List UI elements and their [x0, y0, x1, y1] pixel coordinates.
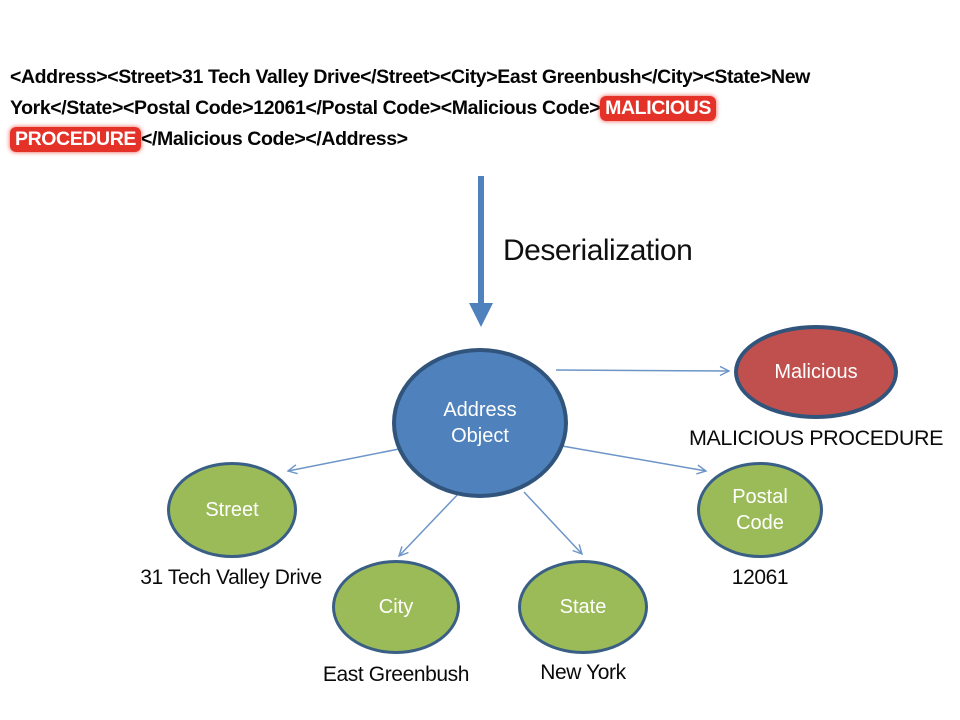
- state-value: New York: [540, 661, 626, 684]
- node-malicious-label: Malicious: [774, 360, 858, 383]
- node-city-label: City: [378, 595, 414, 618]
- connector-address-postal: [561, 445, 706, 471]
- street-value: 31 Tech Valley Drive: [140, 566, 322, 589]
- xml-highlight-malicious: MALICIOUS: [600, 96, 716, 121]
- node-street-label: Street: [205, 498, 259, 521]
- deserialization-arrow: [469, 176, 493, 327]
- node-malicious: Malicious: [734, 325, 898, 419]
- node-state: State: [518, 560, 648, 654]
- connector-address-street: [288, 448, 400, 471]
- node-city: City: [332, 560, 460, 654]
- malicious-value: MALICIOUS PROCEDURE: [688, 426, 944, 450]
- node-postal-code-label: Postal Code: [732, 485, 788, 534]
- deserialization-label: Deserialization: [503, 234, 693, 267]
- node-postal-code: Postal Code: [697, 462, 823, 558]
- node-address-object: Address Object: [392, 348, 568, 498]
- xml-line1: <Address><Street>31 Tech Valley Drive</S…: [10, 66, 810, 88]
- xml-highlight-procedure: PROCEDURE: [10, 127, 141, 152]
- connector-address-state: [523, 491, 582, 554]
- postal-code-value: 12061: [731, 566, 789, 589]
- xml-line3: </Malicious Code></Address>: [141, 128, 408, 150]
- node-street: Street: [167, 462, 297, 558]
- connector-address-malicious: [555, 370, 729, 371]
- node-state-label: State: [559, 595, 607, 618]
- node-address-object-label: Address Object: [443, 398, 517, 447]
- xml-line2: York</State><Postal Code>12061</Postal C…: [10, 97, 601, 119]
- connector-address-city: [399, 490, 462, 556]
- xml-serialized-string: <Address><Street>31 Tech Valley Drive</S…: [10, 62, 950, 155]
- city-value: East Greenbush: [322, 663, 470, 686]
